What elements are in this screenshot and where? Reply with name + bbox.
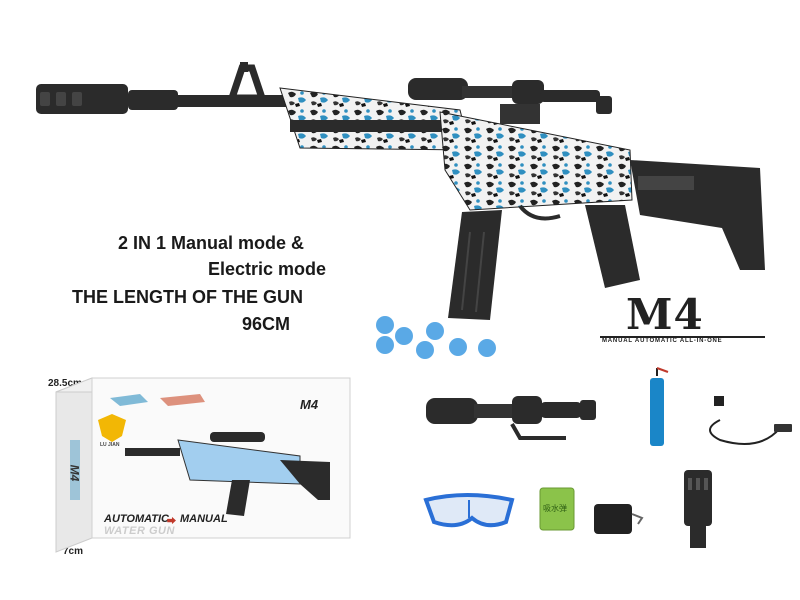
model-logo-tagline: MANUAL AUTOMATIC ALL-IN-ONE bbox=[602, 338, 723, 344]
bead-pack-label: 吸水弹 bbox=[543, 504, 567, 513]
headline-line-1: 2 IN 1 Manual mode & bbox=[118, 233, 305, 253]
package-gun-illustration bbox=[125, 432, 330, 516]
headline-line-2: Electric mode bbox=[208, 259, 327, 279]
model-logo: M4 MANUAL AUTOMATIC ALL-IN-ONE bbox=[600, 290, 770, 346]
model-logo-name: M4 bbox=[626, 290, 704, 339]
package-brand: LU JIAN bbox=[100, 442, 120, 448]
model-logo-divider bbox=[600, 336, 765, 338]
package-depth-label: 7cm bbox=[63, 546, 84, 557]
package-front-line-3: WATER GUN bbox=[104, 525, 175, 537]
package-front-arrow: ⮕ bbox=[167, 516, 177, 526]
package-front-line-2: MANUAL bbox=[180, 513, 228, 525]
headline-line-3: THE LENGTH OF THE GUN bbox=[72, 287, 303, 307]
muzzle-silencer bbox=[36, 84, 178, 114]
package-front-line-1: AUTOMATIC bbox=[104, 513, 169, 525]
headline-line-4: 96CM bbox=[242, 314, 291, 334]
mounted-scope bbox=[408, 78, 612, 124]
package-height-label: 28.5cm bbox=[48, 378, 82, 389]
package-model: M4 bbox=[300, 397, 319, 412]
